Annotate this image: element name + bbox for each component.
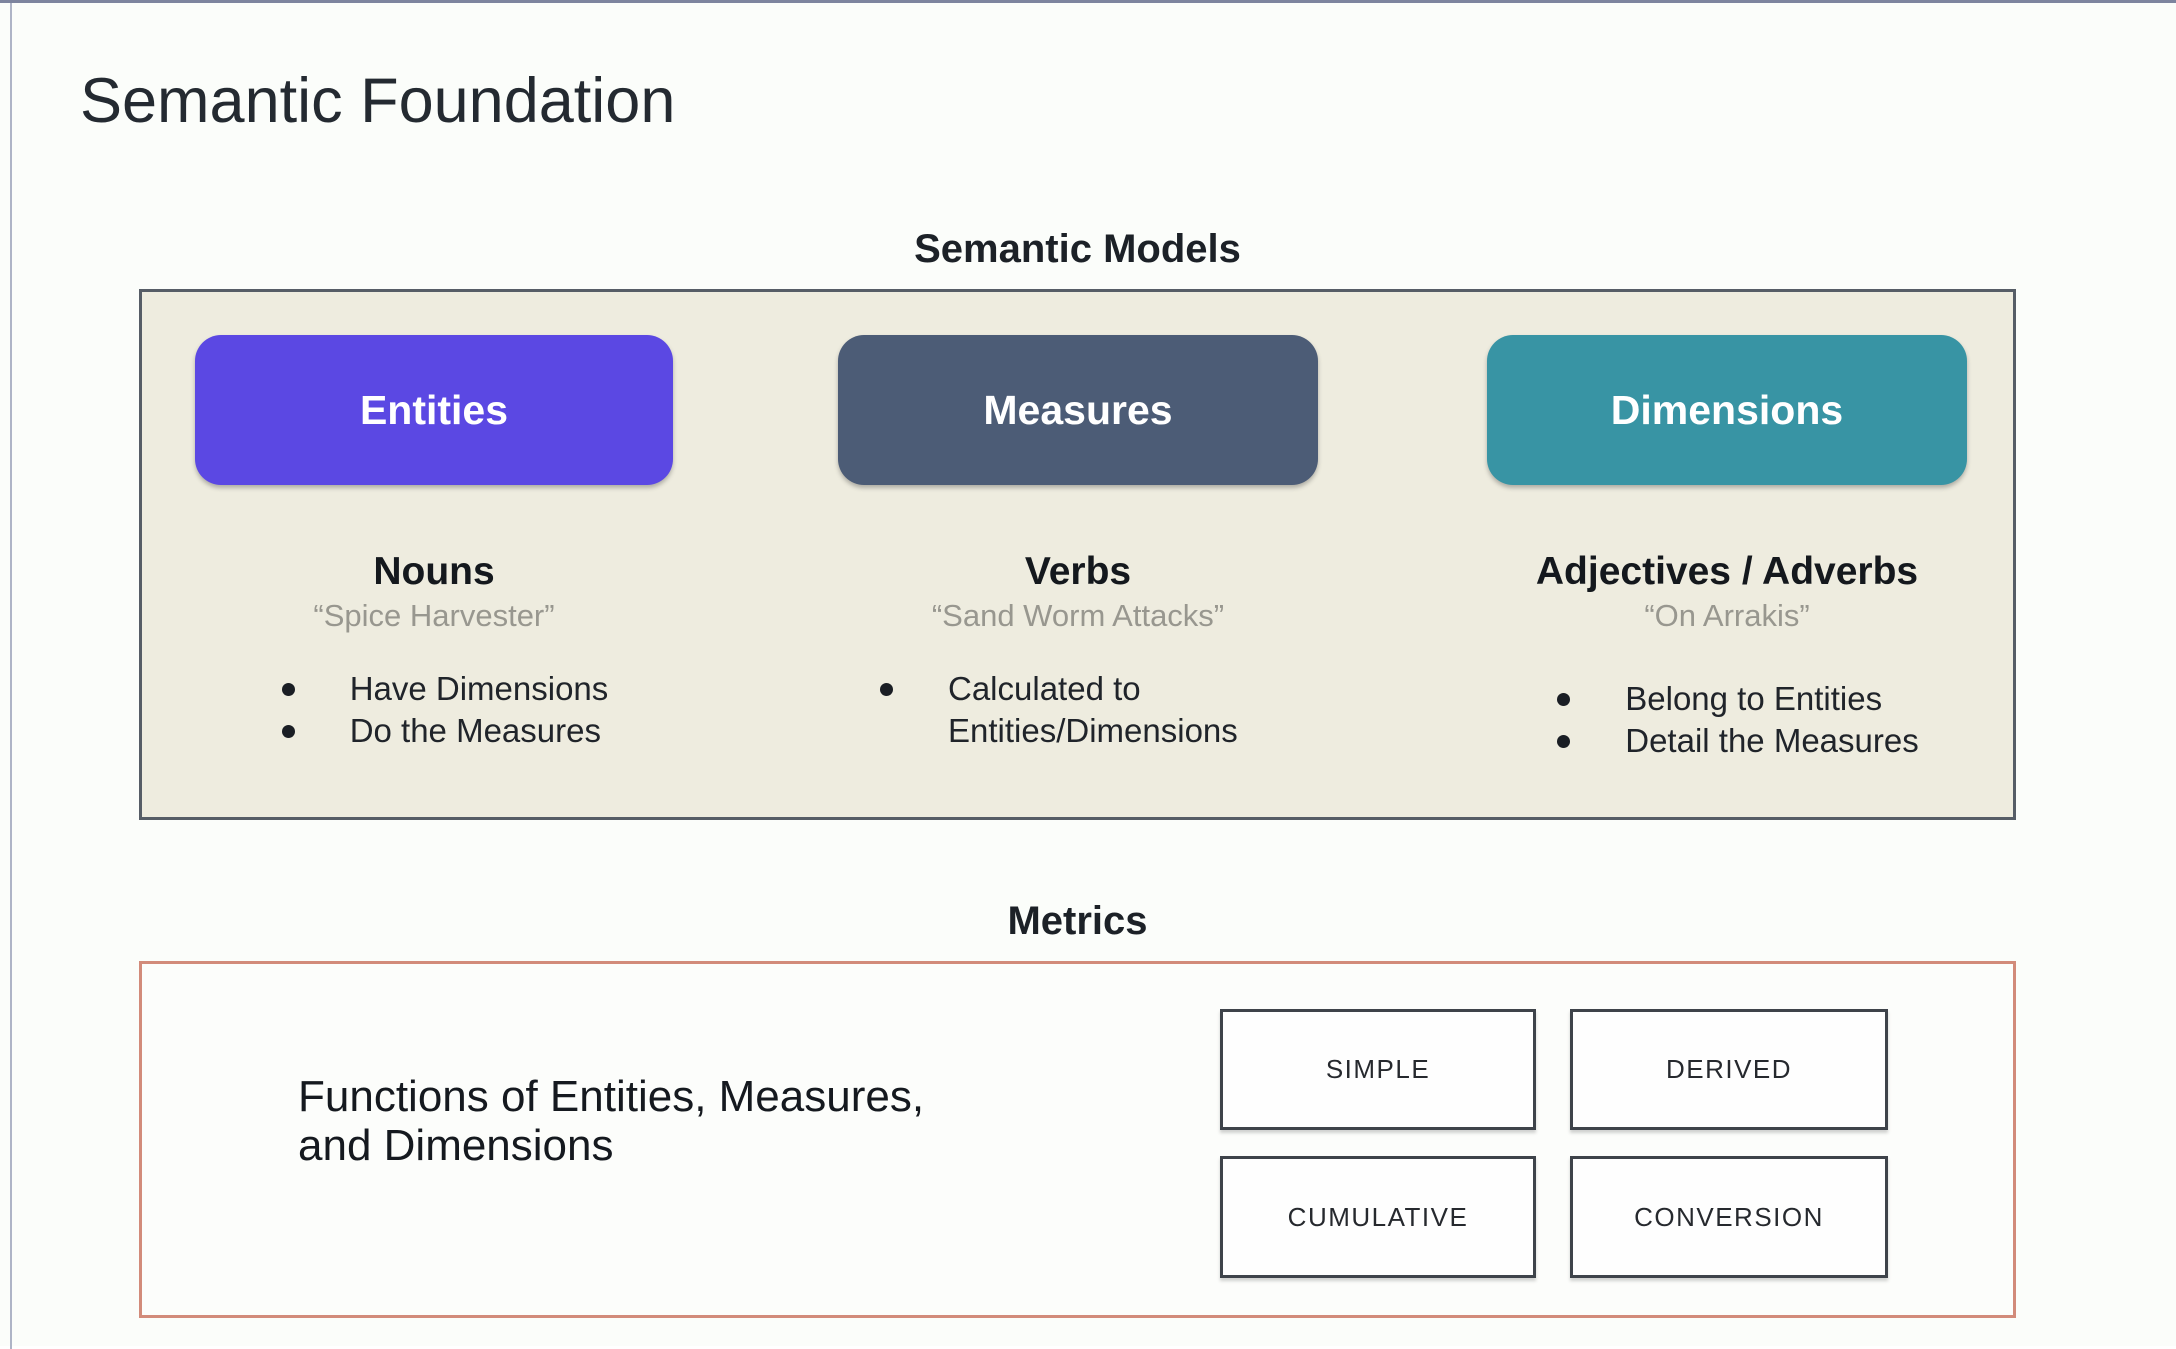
entities-example: “Spice Harvester” (313, 597, 555, 633)
metric-card-simple: SIMPLE (1220, 1009, 1536, 1130)
measures-column: Measures Verbs “Sand Worm Attacks” Calcu… (838, 292, 1318, 752)
measures-role-label: Verbs (1024, 550, 1132, 593)
entities-column: Entities Nouns “Spice Harvester” Have Di… (195, 292, 673, 752)
metrics-description-line1: Functions of Entities, Measures, (298, 1072, 925, 1121)
left-edge-line (10, 3, 12, 1349)
metrics-box: Functions of Entities, Measures, and Dim… (139, 961, 2016, 1318)
semantic-models-box: Entities Nouns “Spice Harvester” Have Di… (139, 289, 2016, 820)
metric-type-grid: SIMPLE DERIVED CUMULATIVE CONVERSION (1220, 1009, 1888, 1278)
dimensions-role-label: Adjectives / Adverbs (1535, 550, 1919, 593)
semantic-models-heading: Semantic Models (914, 227, 1241, 271)
bullet-item: Belong to Entities (1535, 678, 1918, 720)
measures-bullet-list: Calculated to Entities/Dimensions (858, 668, 1298, 752)
dimensions-column: Dimensions Adjectives / Adverbs “On Arra… (1487, 292, 1967, 762)
bullet-item: Have Dimensions (260, 668, 608, 710)
measures-example: “Sand Worm Attacks” (931, 597, 1225, 633)
metric-card-conversion: CONVERSION (1570, 1156, 1888, 1278)
entities-pill: Entities (195, 335, 673, 485)
dimensions-bullet-list: Belong to Entities Detail the Measures (1535, 678, 1919, 762)
metrics-heading: Metrics (1007, 899, 1148, 943)
dimensions-pill: Dimensions (1487, 335, 1967, 485)
metric-card-derived: DERIVED (1570, 1009, 1888, 1130)
bullet-item: Detail the Measures (1535, 720, 1919, 762)
page-title: Semantic Foundation (80, 66, 676, 136)
measures-pill: Measures (838, 335, 1318, 485)
metrics-description-line2: and Dimensions (298, 1121, 614, 1171)
metrics-description: Functions of Entities, Measures, and Dim… (298, 1072, 924, 1171)
entities-role-label: Nouns (373, 550, 495, 593)
bullet-item: Calculated to Entities/Dimensions (858, 668, 1298, 752)
metric-card-cumulative: CUMULATIVE (1220, 1156, 1536, 1278)
entities-bullet-list: Have Dimensions Do the Measures (260, 668, 609, 752)
dimensions-example: “On Arrakis” (1644, 597, 1810, 633)
bullet-item: Do the Measures (260, 710, 609, 752)
